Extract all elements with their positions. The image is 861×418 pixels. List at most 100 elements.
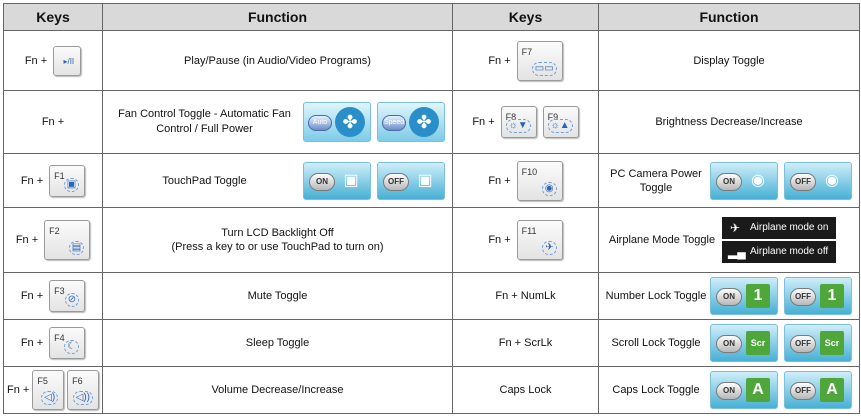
header-row: Keys Function Keys Function	[3, 3, 860, 31]
volume-up-icon: ◁))	[72, 391, 93, 405]
fn-label: Fn +	[20, 290, 44, 302]
keys-cell: Fn + F1 ▣	[3, 153, 103, 208]
f9-key: F9 ☼▲	[542, 106, 579, 138]
off-pill: OFF	[790, 335, 816, 353]
keys-cell: Fn + ▸/II	[3, 30, 103, 91]
f2-key: F2 ▤	[44, 220, 91, 260]
scroll-lock-icon: Scr	[746, 331, 770, 355]
fan-speed-image: Speed ✤	[377, 102, 445, 142]
caps-lock-icon: A	[820, 378, 844, 402]
num-lock-icon: 1	[746, 284, 770, 308]
function-cell: TouchPad Toggle ON ▣ OFF ▣	[102, 153, 453, 208]
lcd-backlight-text: Turn LCD Backlight Off	[221, 227, 334, 239]
keys-cell: Fn + ScrLk	[452, 319, 599, 367]
airplane-toggle-text: Airplane Mode Toggle	[608, 234, 716, 246]
fn-label: Fn +	[20, 337, 44, 349]
fan-control-text: Fan Control Toggle - Automatic Fan Contr…	[118, 108, 291, 135]
airplane-on-banner: ✈ Airplane mode on	[722, 217, 836, 239]
caps-lock-on-image: ON A	[710, 371, 778, 409]
table-row: Fn + F2 ▤ Turn LCD Backlight Off (Press …	[3, 207, 860, 273]
keys-cell: Fn + F5 ◁) F6 ◁))	[3, 366, 103, 414]
function-cell: Turn LCD Backlight Off (Press a key to o…	[102, 207, 453, 273]
fn-label: Fn +	[488, 54, 511, 67]
brightness-down-icon: ☼▼	[505, 119, 531, 133]
airplane-off-banner: ▂▄ Airplane mode off	[722, 241, 836, 263]
keys-cell: Fn + NumLk	[452, 272, 599, 320]
fn-label: Fn +	[41, 116, 65, 128]
table-row: Fn + F3 ⊘ Mute Toggle Fn + NumLk Number …	[3, 272, 860, 320]
f4-key: F4 ☾	[49, 327, 86, 359]
airplane-on-text: Airplane mode on	[750, 222, 829, 233]
camera-on-image: ON ◉	[710, 161, 778, 200]
touchpad-toggle-text: TouchPad Toggle	[162, 174, 247, 187]
key-label: F1	[54, 170, 65, 181]
brightness-up-icon: ☼▲	[547, 119, 573, 133]
scroll-lock-off-image: OFF Scr	[784, 324, 852, 362]
header-keys-right: Keys	[452, 3, 599, 31]
function-key-table: Keys Function Keys Function Fn + ▸/II Pl…	[3, 3, 860, 414]
key-label: F4	[54, 333, 65, 343]
fn-label: Fn +	[20, 174, 44, 187]
keys-cell: Caps Lock	[452, 366, 599, 414]
keys-cell: Fn + F4 ☾	[3, 319, 103, 367]
table-row: Fn + ▸/II Play/Pause (in Audio/Video Pro…	[3, 30, 860, 91]
off-pill: OFF	[790, 382, 816, 400]
camera-globe-icon: ◉	[825, 171, 839, 189]
touchpad-icon: ▣	[343, 171, 359, 189]
play-pause-icon: ▸/II	[63, 56, 75, 66]
touchpad-on-image: ON ▣	[303, 161, 371, 200]
f8-key: F8 ☼▼	[500, 106, 537, 138]
key-label: F7	[521, 46, 533, 57]
on-pill: ON	[716, 382, 742, 400]
function-cell: Volume Decrease/Increase	[102, 366, 453, 414]
camera-toggle-text: PC Camera Power Toggle	[610, 167, 702, 194]
key-label: F3	[54, 286, 65, 296]
on-pill: ON	[309, 172, 335, 191]
airplane-off-text: Airplane mode off	[750, 246, 829, 257]
play-pause-key: ▸/II	[53, 45, 82, 76]
function-cell: Caps Lock Toggle ON A OFF A	[598, 366, 860, 414]
camera-off-image: OFF ◉	[784, 161, 852, 200]
key-label: F6	[72, 376, 83, 386]
key-label: F11	[521, 226, 537, 236]
camera-globe-icon: ◉	[751, 171, 765, 189]
fn-label: Fn +	[472, 116, 495, 128]
fn-label: Fn +	[488, 234, 511, 246]
fan-auto-image: Auto ✤	[303, 102, 371, 142]
fn-label: Fn +	[7, 384, 30, 396]
f5-key: F5 ◁)	[32, 370, 65, 410]
key-label: F10	[521, 166, 538, 177]
signal-icon: ▂▄	[728, 245, 746, 259]
off-pill: OFF	[790, 172, 816, 191]
header-keys-left: Keys	[3, 3, 103, 31]
touchpad-off-image: OFF ▣	[377, 161, 445, 200]
function-cell: Brightness Decrease/Increase	[598, 90, 860, 154]
fan-icon: ✤	[409, 107, 439, 137]
function-cell: Airplane Mode Toggle ✈ Airplane mode on …	[598, 207, 860, 273]
key-label: F8	[505, 112, 517, 122]
function-cell: Scroll Lock Toggle ON Scr OFF Scr	[598, 319, 860, 367]
function-cell: Number Lock Toggle ON 1 OFF 1	[598, 272, 860, 320]
num-lock-text: Number Lock Toggle	[605, 290, 707, 302]
table-row: Fn + F1 ▣ TouchPad Toggle ON ▣	[3, 153, 860, 208]
keys-cell: Fn + F10 ◉	[452, 153, 599, 208]
num-lock-on-image: ON 1	[710, 277, 778, 315]
fan-speed-pill: Speed	[382, 115, 406, 131]
f1-key: F1 ▣	[49, 164, 86, 197]
caps-lock-text: Caps Lock Toggle	[612, 384, 700, 396]
keys-cell: Fn + F2 ▤	[3, 207, 103, 273]
touchpad-icon: ▣	[417, 171, 433, 189]
caps-lock-off-image: OFF A	[784, 371, 852, 409]
keys-cell: Fn + F11 ✈	[452, 207, 599, 273]
f11-key: F11 ✈	[516, 220, 563, 260]
keys-cell: Fn + F7 ▭▭	[452, 30, 599, 91]
table-row: Fn + F4 ☾ Sleep Toggle Fn + ScrLk Scroll…	[3, 319, 860, 367]
keys-cell: Fn + F3 ⊘	[3, 272, 103, 320]
fn-label: Fn +	[24, 54, 48, 67]
keys-cell: Fn +	[3, 90, 103, 154]
key-label: F2	[49, 226, 60, 236]
header-function-right: Function	[598, 3, 860, 31]
key-label: F9	[547, 112, 559, 122]
f3-key: F3 ⊘	[49, 280, 86, 312]
lcd-backlight-note: (Press a key to or use TouchPad to turn …	[171, 241, 384, 253]
